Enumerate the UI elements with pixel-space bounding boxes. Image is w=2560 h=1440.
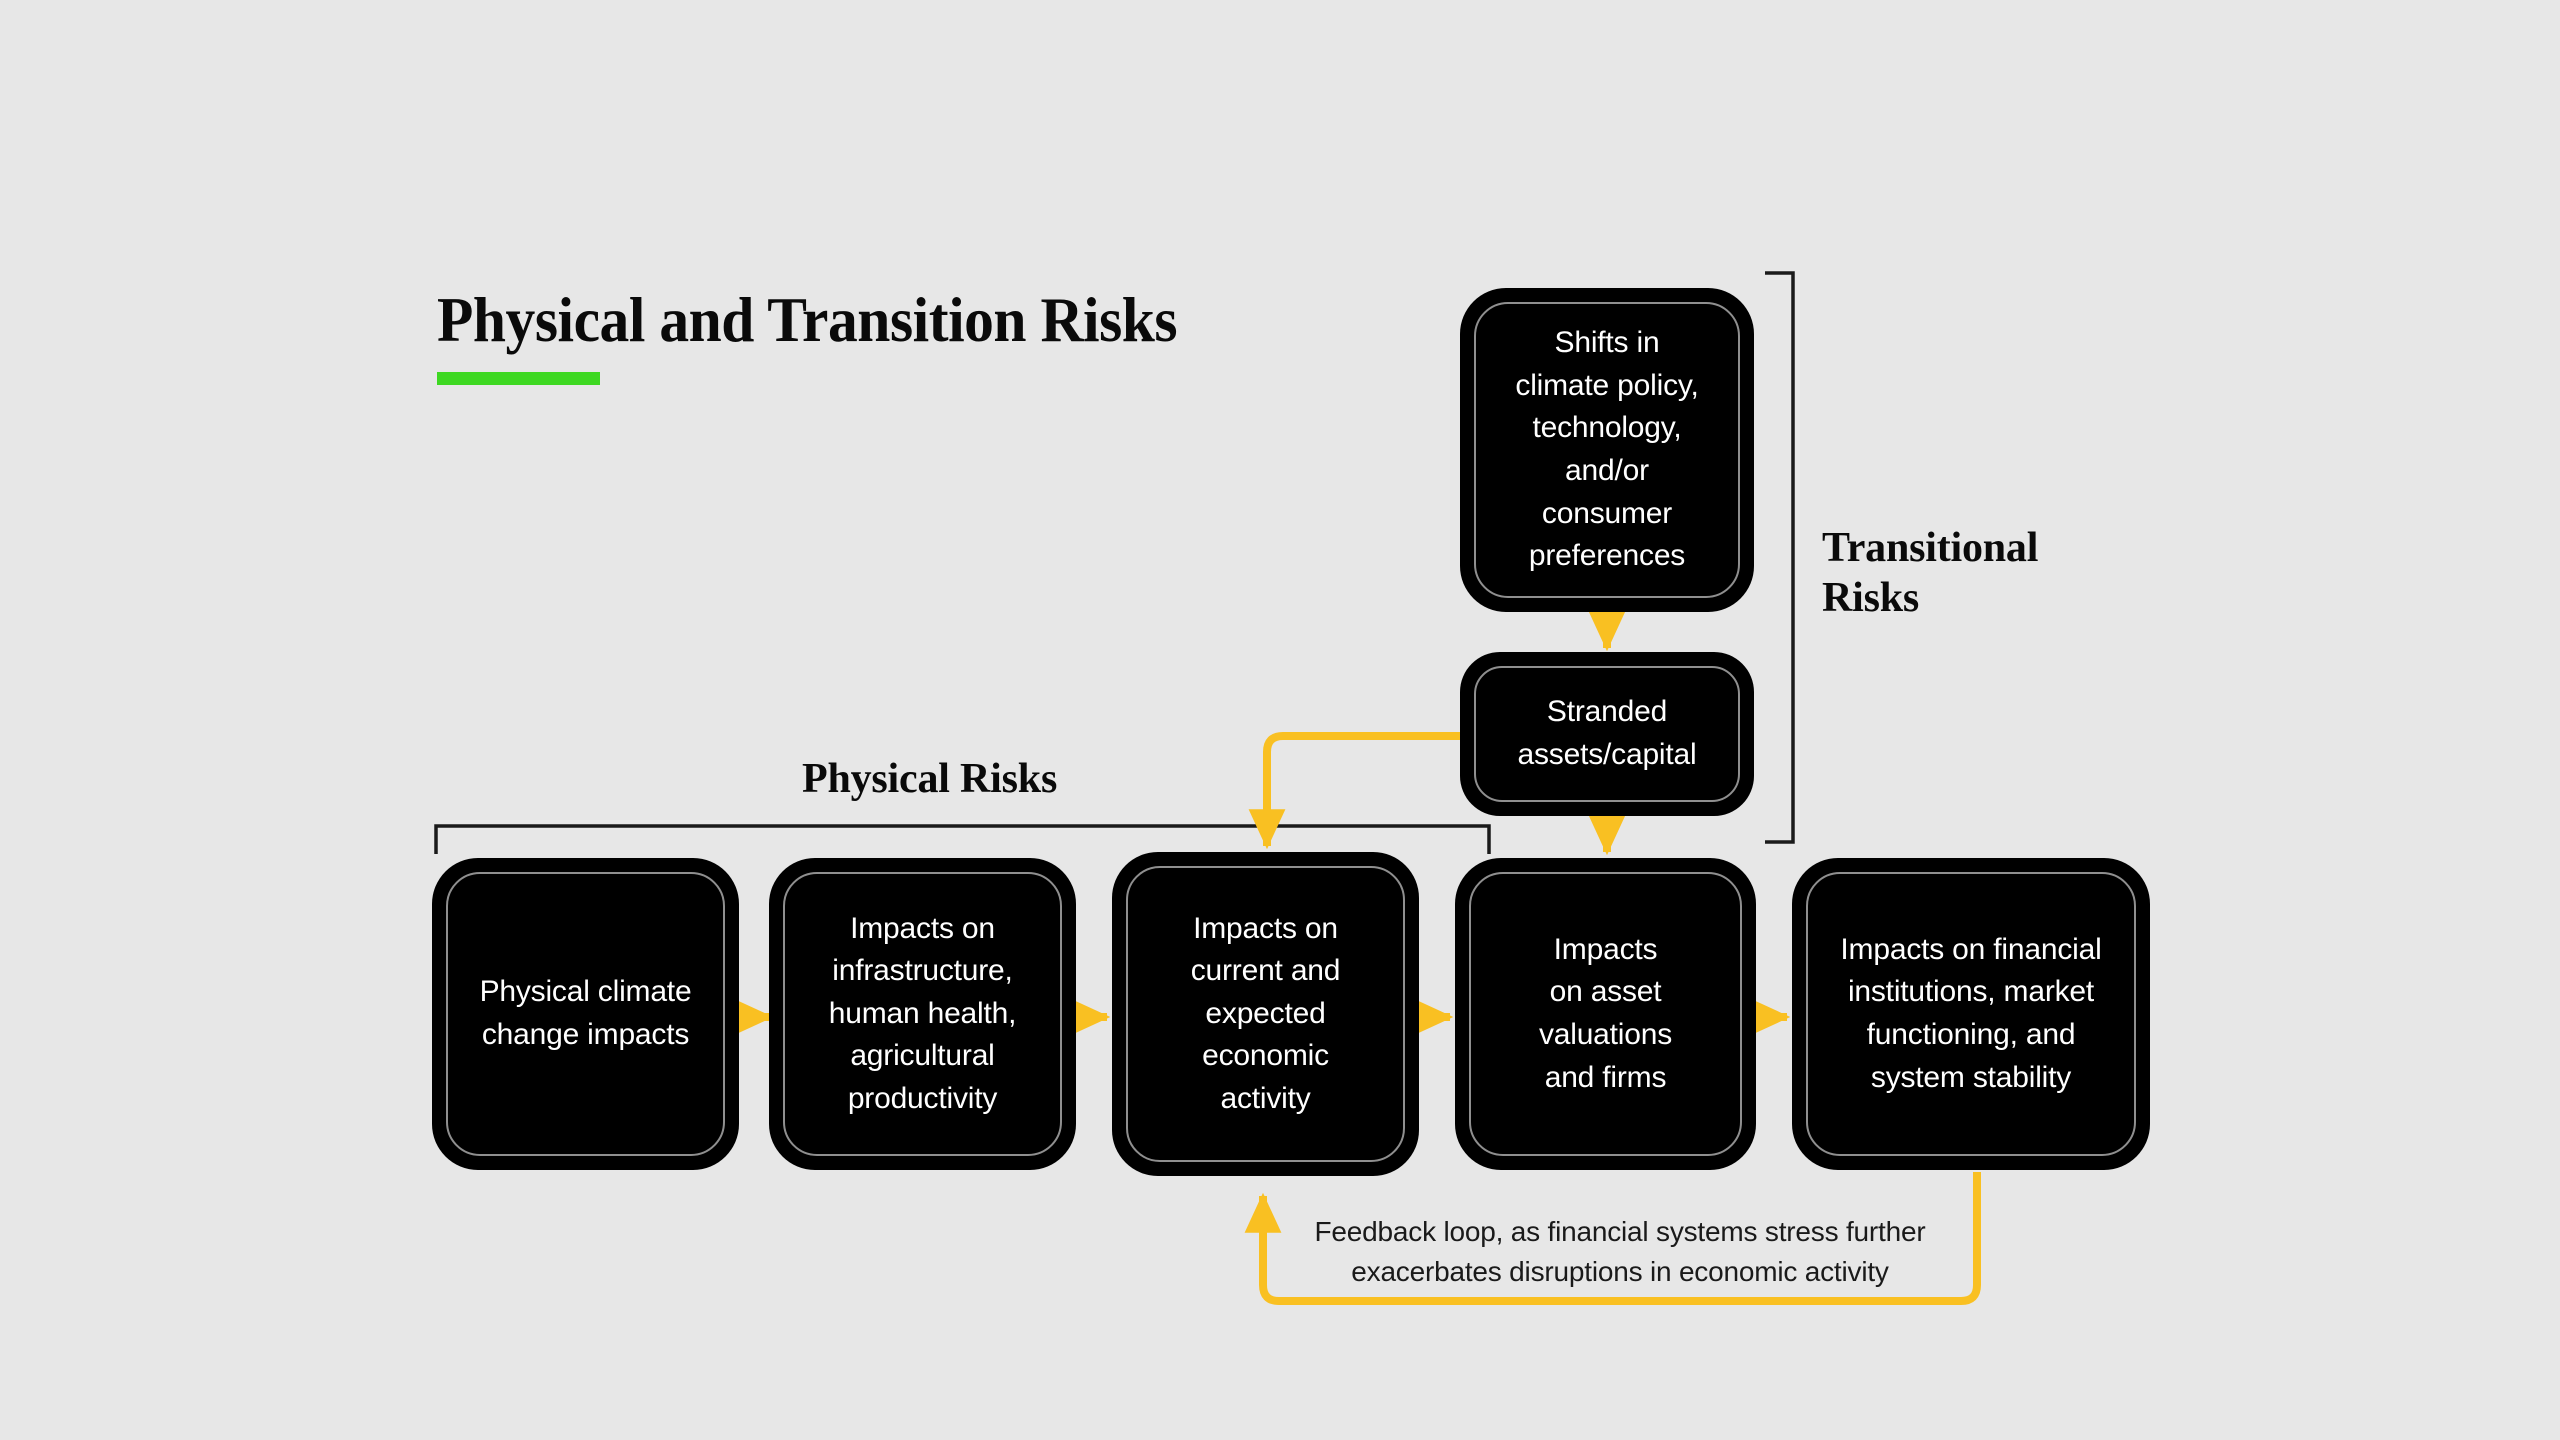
- node-asset-valuations-inner-border: Impacts on asset valuations and firms: [1469, 872, 1742, 1156]
- node-asset-valuations-label: Impacts on asset valuations and firms: [1538, 932, 1673, 1094]
- node-economic-activity-inner-border: Impacts on current and expected economic…: [1126, 866, 1405, 1162]
- node-physical-impacts-label: Physical climate change impacts: [479, 975, 692, 1051]
- node-shifts-label: Shifts in climate policy, technology, an…: [1515, 326, 1699, 573]
- transitional-risks-bracket: [1765, 271, 1795, 844]
- arrow-stranded-to-economic-activity: [1248, 732, 1460, 850]
- physical-risks-group-label: Physical Risks: [802, 756, 1058, 802]
- node-stranded-label: Stranded assets/capital: [1517, 695, 1697, 771]
- node-impacts-on-asset-valuations[interactable]: Impacts on asset valuations and firms: [1455, 858, 1756, 1170]
- node-financial-institutions-inner-border: Impacts on financial institutions, marke…: [1806, 872, 2136, 1156]
- page-title: Physical and Transition Risks: [437, 284, 1178, 355]
- node-impacts-on-economic-activity[interactable]: Impacts on current and expected economic…: [1112, 852, 1419, 1176]
- title-block: Physical and Transition Risks: [437, 288, 1233, 385]
- node-stranded-inner-border: Stranded assets/capital: [1474, 666, 1740, 802]
- node-stranded-assets-capital[interactable]: Stranded assets/capital: [1460, 652, 1754, 816]
- physical-risks-bracket: [434, 824, 1491, 854]
- node-infrastructure-label: Impacts on infrastructure, human health,…: [828, 911, 1017, 1115]
- feedback-loop-caption: Feedback loop, as financial systems stre…: [1314, 1216, 1926, 1287]
- node-infrastructure-inner-border: Impacts on infrastructure, human health,…: [783, 872, 1062, 1156]
- node-physical-climate-change-impacts[interactable]: Physical climate change impacts: [432, 858, 739, 1170]
- node-impacts-on-infrastructure[interactable]: Impacts on infrastructure, human health,…: [769, 858, 1076, 1170]
- node-shifts-in-climate-policy[interactable]: Shifts in climate policy, technology, an…: [1460, 288, 1754, 612]
- node-financial-institutions-label: Impacts on financial institutions, marke…: [1840, 932, 2102, 1094]
- node-shifts-inner-border: Shifts in climate policy, technology, an…: [1474, 302, 1740, 598]
- node-economic-activity-label: Impacts on current and expected economic…: [1190, 911, 1341, 1115]
- transitional-risks-group-label: Transitional Risks: [1822, 525, 2039, 621]
- title-accent-rule: [437, 372, 600, 385]
- node-impacts-on-financial-institutions[interactable]: Impacts on financial institutions, marke…: [1792, 858, 2150, 1170]
- node-physical-impacts-inner-border: Physical climate change impacts: [446, 872, 725, 1156]
